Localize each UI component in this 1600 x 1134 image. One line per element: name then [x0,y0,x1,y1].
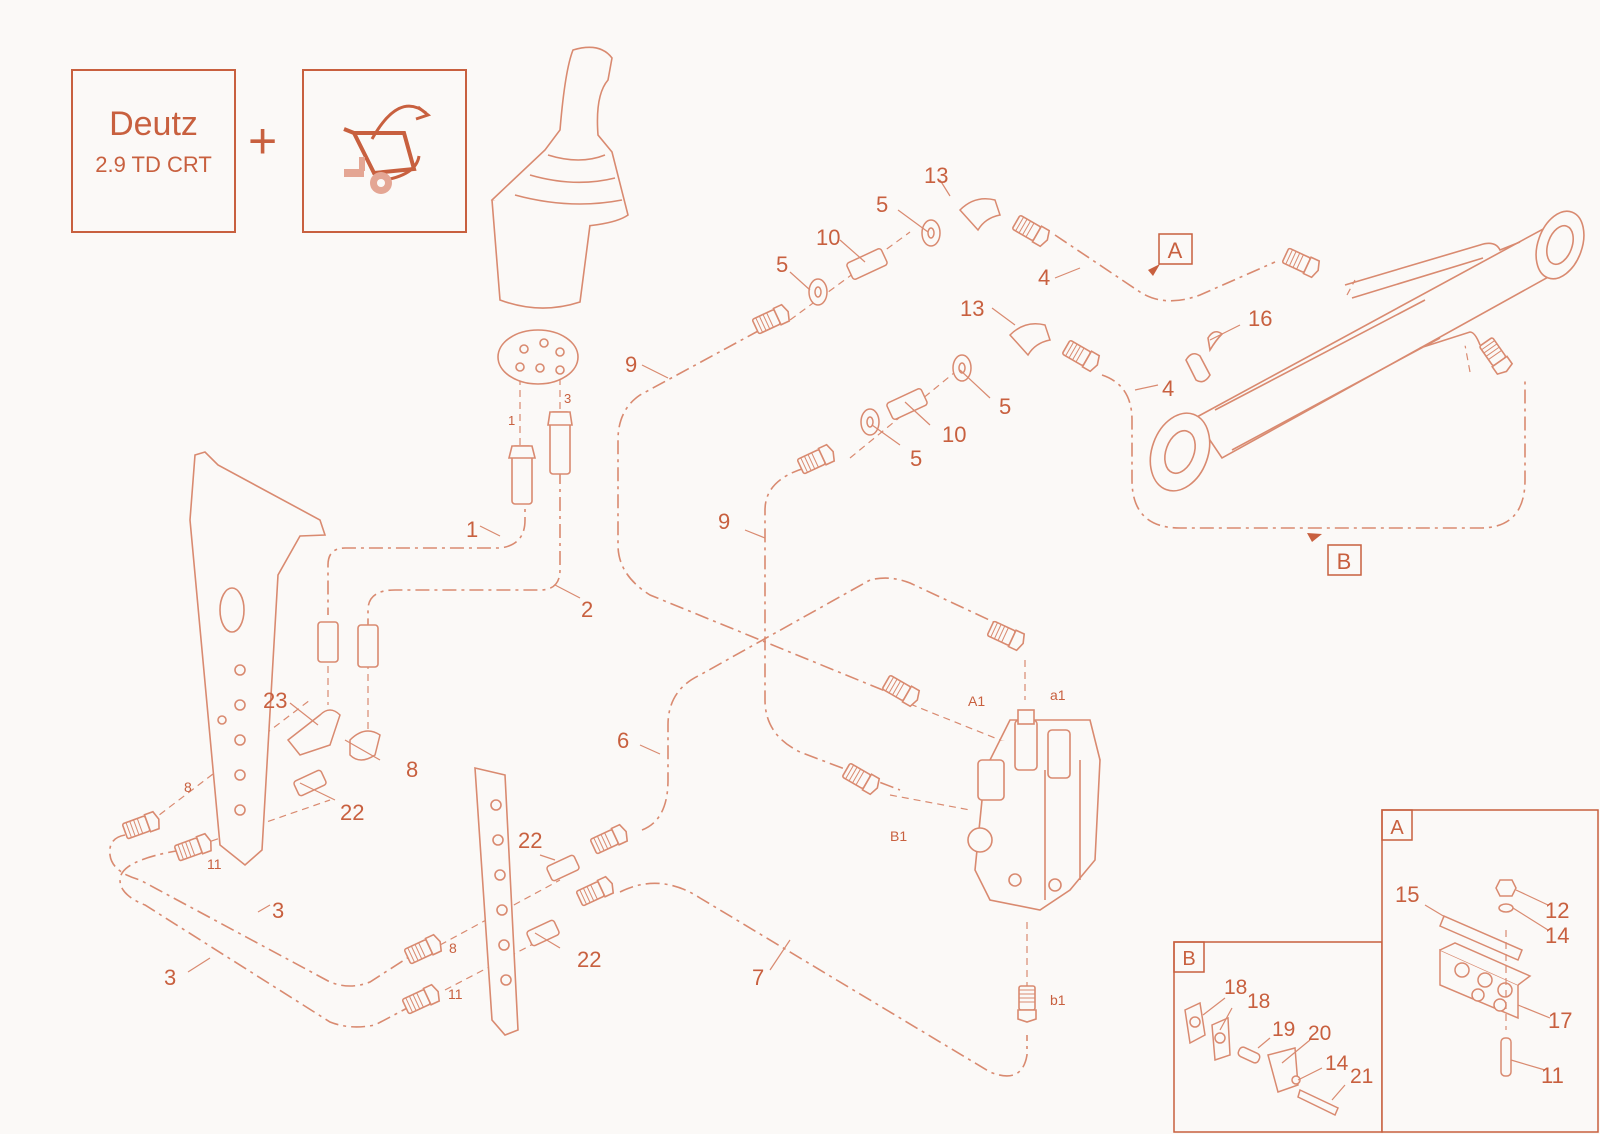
callout-hose-3b: 3 [164,965,176,990]
callout-hose-6: 6 [617,728,629,753]
callout-washer-5d: 5 [910,446,922,471]
callout-elbow-13b: 13 [960,296,984,321]
small-adapters [286,198,1051,947]
route-b-label: B [1337,549,1352,574]
mounting-bracket-left [189,451,327,867]
callout-hose-9b: 9 [718,509,730,534]
detail-b-label-19: 19 [1272,1018,1295,1041]
detail-b-label-18a: 18 [1224,976,1247,999]
callout-leaders [187,179,1241,973]
route-a-label: A [1168,238,1183,263]
hose-4-lower [1101,374,1526,529]
callout-tee-23: 23 [263,688,287,713]
callout-elbow-8-small-b: 8 [449,940,457,956]
callout-numbers: 1 2 3 3 4 4 5 5 5 5 6 7 8 8 8 9 9 10 10 … [164,163,1272,1008]
callout-joy-port-3: 3 [564,391,571,406]
route-marker-b: B [1307,533,1362,576]
engine-brand: Deutz [109,105,198,143]
detail-a-label-14: 14 [1545,923,1569,948]
hose-4-upper [1054,234,1276,302]
callout-fitting-11a: 11 [207,856,222,872]
hose-2 [367,470,561,630]
mounting-plate-center [474,766,519,1036]
callout-hose-4a: 4 [1038,265,1050,290]
hose-3-upper [108,834,413,987]
detail-a-label-11: 11 [1541,1063,1564,1088]
callout-hose-1: 1 [466,517,478,542]
callout-clip-16: 16 [1248,306,1272,331]
callout-adapter-22b: 22 [518,828,542,853]
callout-adapter-10b: 10 [942,422,966,447]
detail-a-label-17: 17 [1548,1008,1572,1033]
hose-9-upper [617,329,896,696]
callout-joy-port-1: 1 [508,413,515,428]
detail-b-label-14: 14 [1325,1052,1349,1075]
detail-b-panel: B 18 18 19 20 14 21 [1173,941,1383,1133]
function-icon-box [302,69,467,233]
callout-elbow-8: 8 [406,757,418,782]
callout-valve-a1: a1 [1050,687,1066,703]
detail-b-label-21: 21 [1350,1065,1373,1088]
callout-washer-5a: 5 [776,252,788,277]
callout-hose-4b: 4 [1162,376,1174,401]
callout-elbow-8-small: 8 [184,779,192,795]
detail-a-panel: A 15 12 14 17 11 [1381,809,1599,1133]
detail-a-label-12: 12 [1545,898,1569,923]
hydraulic-cylinder [1149,210,1585,492]
control-valve [967,709,1101,911]
detail-a-label-15: 15 [1395,882,1419,907]
joystick [490,46,629,385]
callout-washer-5c: 5 [999,394,1011,419]
callout-valve-b1: b1 [1050,992,1066,1008]
route-marker-a: A [1148,233,1193,276]
plus-sign: + [248,113,278,169]
hose-7 [619,882,1028,1077]
callout-elbow-13a: 13 [924,163,948,188]
callout-hose-7: 7 [752,965,764,990]
detail-a-title: A [1390,817,1404,839]
callout-fitting-11b: 11 [448,986,463,1002]
hose-9-lower [764,467,901,791]
hose-6 [641,577,1001,831]
fittings [121,213,1515,1023]
callout-hose-3a: 3 [272,898,284,923]
detail-b-label-18b: 18 [1247,990,1270,1013]
hose-1 [327,490,526,615]
detail-b-title: B [1182,948,1195,970]
callout-washer-5b: 5 [876,192,888,217]
hose-3-lower [119,849,414,1028]
callout-adapter-22a: 22 [340,800,364,825]
joystick-port-fittings [317,411,573,668]
callout-adapter-10a: 10 [816,225,840,250]
callout-adapter-22c: 22 [577,947,601,972]
engine-model-box: Deutz 2.9 TD CRT [71,69,236,233]
detail-b-label-20: 20 [1308,1022,1331,1045]
callout-valve-A1: A1 [968,693,985,709]
engine-model: 2.9 TD CRT [95,152,212,177]
callout-hose-9a: 9 [625,352,637,377]
callout-valve-B1: B1 [890,828,907,844]
tipper-dump-rotate-icon [343,104,432,194]
callout-hose-2: 2 [581,597,593,622]
